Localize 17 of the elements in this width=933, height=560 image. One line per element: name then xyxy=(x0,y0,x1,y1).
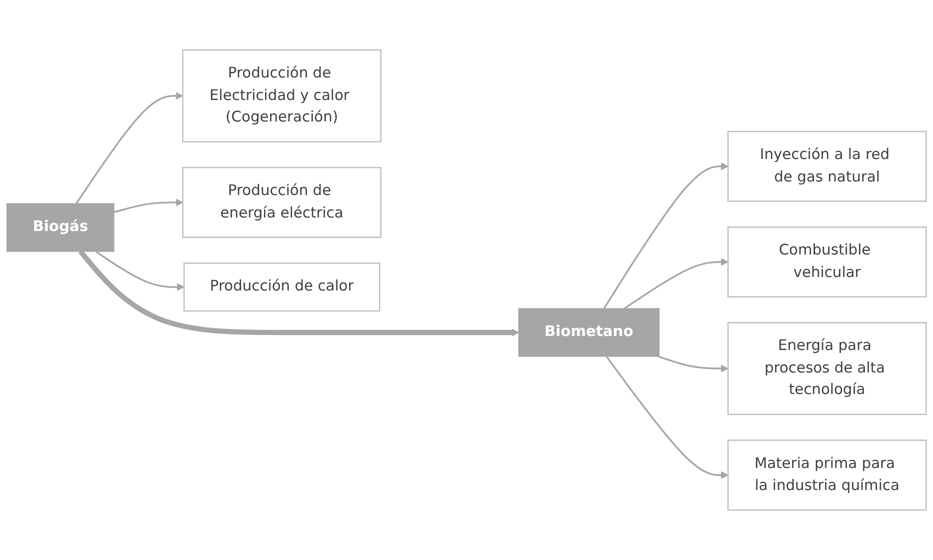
node-box: Producción de Electricidad y calor (Cogeneración) xyxy=(182,49,382,142)
arrow xyxy=(603,162,728,310)
arrow xyxy=(78,250,519,336)
arrow xyxy=(658,356,728,372)
arrow xyxy=(95,250,184,291)
node-box: Combustible vehicular xyxy=(727,226,927,298)
node-box: Materia prima para la industria química xyxy=(727,440,927,511)
arrow xyxy=(76,92,184,204)
node-box: Energía para procesos de alta tecnología xyxy=(727,322,927,416)
node-box: Inyección a la red de gas natural xyxy=(727,130,927,202)
node-box: Biogás xyxy=(6,203,114,252)
arrow xyxy=(624,258,728,310)
arrow xyxy=(606,356,728,479)
node-box: Biometano xyxy=(518,308,660,357)
node-box: Producción de calor xyxy=(183,262,380,312)
node-box: Producción de energía eléctrica xyxy=(182,166,382,238)
arrow xyxy=(114,198,184,214)
